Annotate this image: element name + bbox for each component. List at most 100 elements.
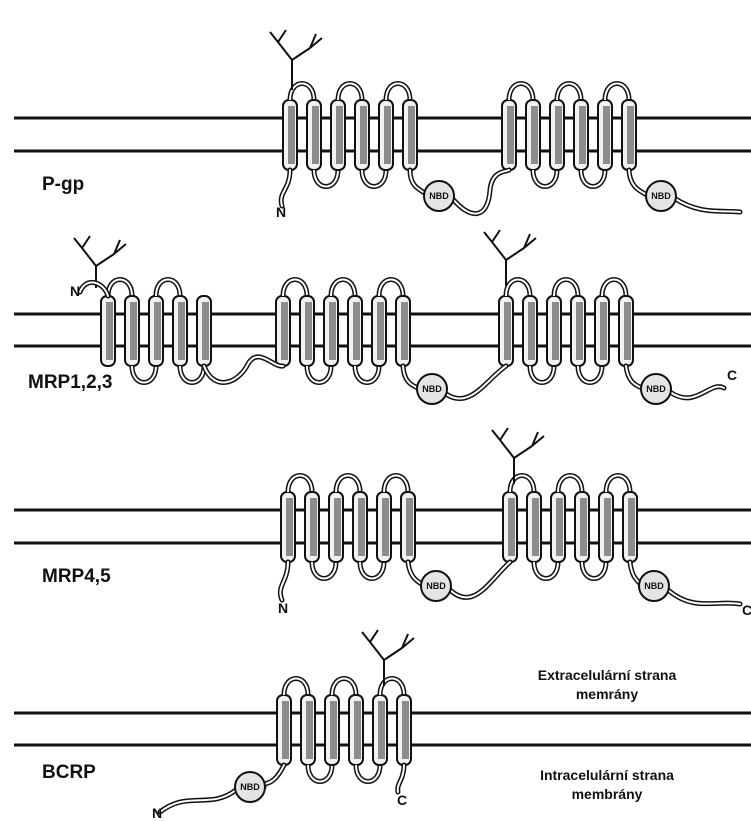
mrp123-tmd0-helix-shade-2 bbox=[130, 302, 137, 360]
mrp45-tmd1-extra-loop-5 bbox=[384, 476, 408, 493]
bcrp-tmd-helix-shade-2 bbox=[306, 701, 313, 759]
mrp123-tmd0-intra-loop-4 bbox=[180, 366, 204, 383]
mrp45-tmd2-extra-loop-3 bbox=[558, 476, 582, 493]
mrp123-tmd1-helix-shade-5 bbox=[377, 302, 384, 360]
pgp-tmd1-extra-loop-3 bbox=[338, 84, 362, 101]
pgp-tmd1-helix-shade-6 bbox=[408, 106, 415, 164]
mrp123-nbd-2: NBD bbox=[641, 374, 671, 404]
pgp-nbd-1: NBD bbox=[424, 181, 454, 211]
pgp-tmd1-helix-shade-5 bbox=[384, 106, 391, 164]
bcrp-tmd-extra-loop-1 bbox=[284, 679, 308, 696]
mrp123-tmd0-intra-loop-2 bbox=[132, 366, 156, 383]
mrp123-tmd1-extra-loop-5 bbox=[379, 280, 403, 297]
bcrp-tmd-intra-loop-4 bbox=[356, 765, 380, 782]
mrp123-tmd1-extra-loop-1 bbox=[283, 280, 307, 297]
mrp45-nbd-2-label: NBD bbox=[644, 581, 664, 591]
mrp45-nbd-2: NBD bbox=[639, 571, 669, 601]
pgp-tmd1-helix-shade-2 bbox=[312, 106, 319, 164]
mrp123-tmd1-helix-shade-4 bbox=[353, 302, 360, 360]
mrp45-tmd1-intra-loop-4 bbox=[360, 562, 384, 579]
mrp123-tmd0-helix-shade-5 bbox=[202, 302, 209, 360]
mrp123-glycosylation-2 bbox=[484, 230, 536, 286]
mrp45-n-terminus: N bbox=[278, 600, 288, 616]
mrp45-tmd2-helix-shade-6 bbox=[628, 498, 635, 556]
mrp123-tmd0-extra-loop-1 bbox=[108, 280, 132, 297]
mrp123-nbd-2-label: NBD bbox=[646, 384, 666, 394]
mrp45-tmd2-helix-shade-4 bbox=[580, 498, 587, 556]
mrp123-tmd1-helix-shade-1 bbox=[281, 302, 288, 360]
intracellular-label-line1: Intracelulární strana bbox=[540, 767, 674, 783]
mrp123-tmd0-helix-shade-1 bbox=[106, 302, 113, 360]
pgp-tmd2-extra-loop-5 bbox=[605, 84, 629, 101]
bcrp-tmd-extra-loop-3 bbox=[332, 679, 356, 696]
mrp45-tmd1-helix-shade-4 bbox=[358, 498, 365, 556]
pgp-tmd2-extra-loop-1 bbox=[509, 84, 533, 101]
mrp123-tmd1-helix-shade-6 bbox=[401, 302, 408, 360]
mrp123-nbd-1-label: NBD bbox=[422, 384, 442, 394]
mrp45-tmd1-extra-loop-3 bbox=[336, 476, 360, 493]
pgp-tmd1-intra-loop-2 bbox=[314, 170, 338, 187]
mrp123-tmd2-helix-shade-4 bbox=[576, 302, 583, 360]
pgp-tmd1-extra-loop-1 bbox=[290, 84, 314, 101]
mrp45-nbd-1-label: NBD bbox=[426, 581, 446, 591]
pgp-nbd-2: NBD bbox=[646, 181, 676, 211]
bcrp-tmd-helix-shade-1 bbox=[282, 701, 289, 759]
mrp45-tmd2-extra-loop-5 bbox=[606, 476, 630, 493]
bcrp-tmd-helix-shade-3 bbox=[330, 701, 337, 759]
pgp-tmd2-helix-shade-3 bbox=[555, 106, 562, 164]
mrp123-n-terminus: N bbox=[70, 283, 80, 299]
intracellular-label-line2: membrány bbox=[572, 786, 643, 802]
pgp-n-terminus: N bbox=[276, 204, 286, 220]
mrp45-tmd1-helix-shade-3 bbox=[334, 498, 341, 556]
bcrp-n-terminus: N bbox=[152, 805, 162, 821]
mrp45-tmd2-helix-shade-2 bbox=[532, 498, 539, 556]
mrp123-tmd1-intra-loop-2 bbox=[307, 366, 331, 383]
mrp45-tmd1-helix-shade-6 bbox=[406, 498, 413, 556]
bcrp-c-terminus: C bbox=[397, 792, 407, 808]
pgp-tmd1-intra-loop-4 bbox=[362, 170, 386, 187]
structure-layer bbox=[74, 30, 740, 812]
bcrp-tmd-intra-loop-2 bbox=[308, 765, 332, 782]
mrp45-tmd2-helix-shade-1 bbox=[508, 498, 515, 556]
mrp123-tmd2-helix-shade-6 bbox=[624, 302, 631, 360]
pgp-tmd1-extra-loop-5 bbox=[386, 84, 410, 101]
pgp-tmd2-intra-loop-2 bbox=[533, 170, 557, 187]
mrp45-nbd-1: NBD bbox=[421, 571, 451, 601]
mrp123-tmd0-extra-loop-3 bbox=[156, 280, 180, 297]
pgp-c-tail bbox=[629, 170, 740, 212]
mrp123-tmd0-helix-shade-4 bbox=[178, 302, 185, 360]
bcrp-tmd-helix-shade-4 bbox=[354, 701, 361, 759]
pgp-tmd1-helix-shade-1 bbox=[288, 106, 295, 164]
mrp123-tmd1-helix-shade-2 bbox=[305, 302, 312, 360]
mrp123-tmd2-extra-loop-3 bbox=[554, 280, 578, 297]
mrp45-tmd2-helix-shade-3 bbox=[556, 498, 563, 556]
mrp123-nbd-1: NBD bbox=[417, 374, 447, 404]
mrp45-tmd1-helix-shade-5 bbox=[382, 498, 389, 556]
mrp45-tmd1-helix-shade-1 bbox=[286, 498, 293, 556]
protein-label-pgp: P-gp bbox=[42, 174, 84, 195]
mrp123-tmd2-helix-shade-3 bbox=[552, 302, 559, 360]
pgp-tmd2-helix-shade-2 bbox=[531, 106, 538, 164]
mrp123-tmd2-intra-loop-2 bbox=[530, 366, 554, 383]
mrp45-tmd2-intra-loop-4 bbox=[582, 562, 606, 579]
pgp-tmd2-helix-shade-6 bbox=[627, 106, 634, 164]
mrp45-tmd2-intra-loop-2 bbox=[534, 562, 558, 579]
bcrp-tmd-helix-shade-6 bbox=[402, 701, 409, 759]
mrp45-tmd2-helix-shade-5 bbox=[604, 498, 611, 556]
protein-label-bcrp: BCRP bbox=[42, 762, 96, 783]
pgp-nbd-2-label: NBD bbox=[651, 191, 671, 201]
mrp123-tmd2-extra-loop-5 bbox=[602, 280, 626, 297]
pgp-tmd1-helix-shade-3 bbox=[336, 106, 343, 164]
pgp-tmd1-helix-shade-4 bbox=[360, 106, 367, 164]
mrp123-tmd2-helix-shade-1 bbox=[504, 302, 511, 360]
mrp123-c-terminus: C bbox=[727, 367, 737, 383]
mrp123-tmd2-helix-shade-5 bbox=[600, 302, 607, 360]
pgp-glycosylation bbox=[270, 30, 322, 90]
mrp45-c-terminus: C bbox=[742, 602, 751, 618]
pgp-tmd2-helix-shade-5 bbox=[603, 106, 610, 164]
bcrp-nbd: NBD bbox=[235, 772, 265, 802]
extracellular-label-line1: Extracelulární strana bbox=[538, 667, 677, 683]
mrp123-tmd1-extra-loop-3 bbox=[331, 280, 355, 297]
